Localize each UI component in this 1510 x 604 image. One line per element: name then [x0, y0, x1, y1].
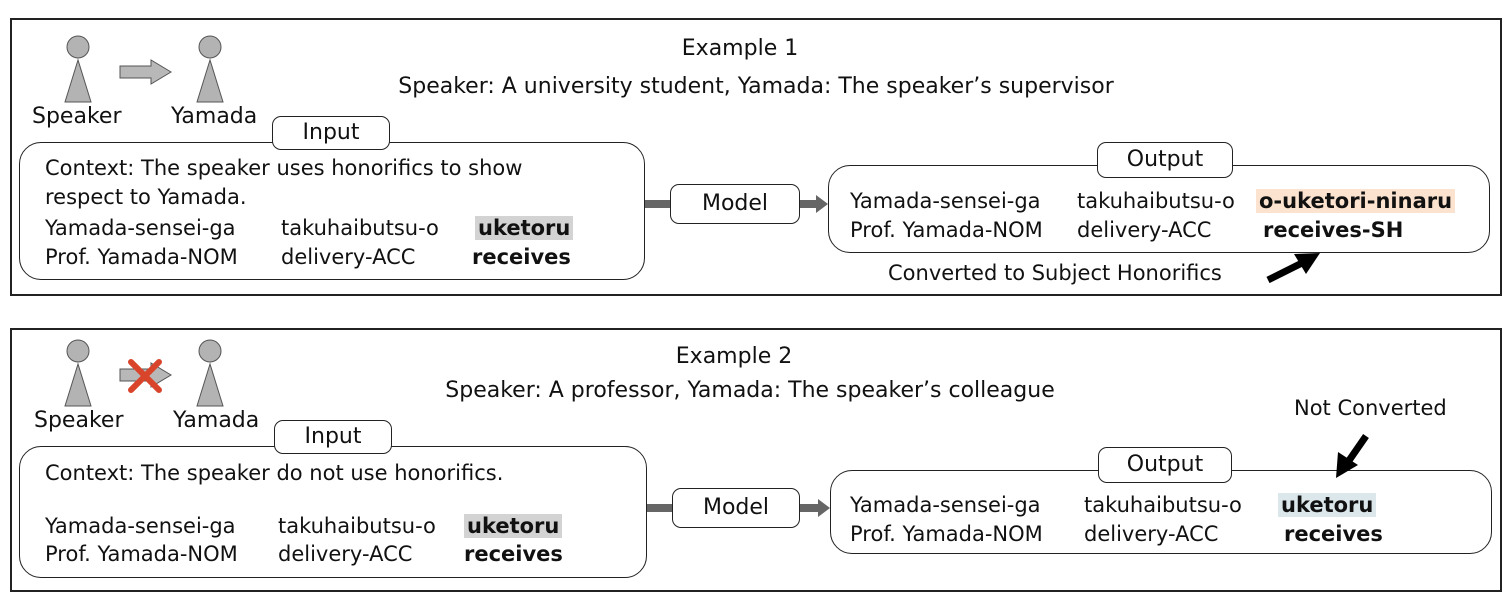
model-box: Model	[670, 184, 800, 224]
output-gloss: Prof. Yamada-NOM	[850, 522, 1043, 546]
input-gloss: delivery-ACC	[281, 245, 416, 269]
output-gloss: Prof. Yamada-NOM	[850, 218, 1043, 242]
input-box	[19, 446, 647, 578]
output-word: takuhaibutsu-o	[1084, 493, 1242, 517]
output-word: Yamada-sensei-ga	[850, 189, 1041, 213]
example-2-title: Example 2	[675, 344, 793, 369]
speaker-person-icon	[64, 35, 92, 103]
input-gloss: Prof. Yamada-NOM	[45, 245, 238, 269]
example-1-subtitle: Speaker: A university student, Yamada: T…	[398, 74, 1114, 99]
input-word: Yamada-sensei-ga	[45, 514, 236, 538]
output-verb-gloss: receives-SH	[1263, 218, 1404, 242]
yamada-person-icon	[196, 35, 224, 103]
output-gloss: delivery-ACC	[1077, 218, 1212, 242]
output-word: takuhaibutsu-o	[1077, 189, 1235, 213]
example-2-subtitle: Speaker: A professor, Yamada: The speake…	[445, 378, 1055, 403]
input-word: Yamada-sensei-ga	[45, 216, 236, 240]
context-text: Context: The speaker do not use honorifi…	[45, 461, 504, 485]
pointer-arrow-icon	[1336, 434, 1369, 478]
right-arrow-icon	[119, 59, 172, 85]
context-text-continued: respect to Yamada.	[45, 185, 247, 209]
cross-icon	[128, 359, 162, 393]
input-verb-gloss: receives	[472, 245, 571, 269]
input-tag: Input	[274, 420, 392, 454]
example-1-title: Example 1	[681, 36, 799, 61]
input-verb-gloss: receives	[464, 542, 563, 566]
output-tag: Output	[1098, 447, 1232, 483]
speaker-label: Speaker	[32, 104, 122, 129]
pointer-arrow-icon	[1266, 253, 1320, 284]
right-arrow-icon	[800, 499, 830, 517]
output-box	[830, 470, 1492, 554]
not-converted-annotation: Not Converted	[1294, 396, 1447, 420]
input-box	[19, 142, 645, 280]
input-gloss: delivery-ACC	[278, 542, 413, 566]
right-arrow-icon	[800, 195, 828, 213]
output-verb-highlight: uketoru	[1278, 493, 1377, 517]
context-text: Context: The speaker uses honorifics to …	[45, 156, 523, 180]
yamada-person-icon	[196, 339, 224, 407]
output-word: Yamada-sensei-ga	[850, 493, 1041, 517]
model-box: Model	[672, 488, 800, 528]
input-tag: Input	[272, 116, 390, 150]
input-word: takuhaibutsu-o	[278, 514, 436, 538]
input-verb-highlight: uketoru	[475, 216, 574, 240]
output-gloss: delivery-ACC	[1084, 522, 1219, 546]
output-tag: Output	[1097, 142, 1233, 178]
output-verb-highlight: o-uketori-ninaru	[1256, 189, 1456, 213]
connector-line	[647, 504, 674, 512]
input-verb-highlight: uketoru	[464, 514, 563, 538]
speaker-person-icon	[64, 339, 92, 407]
output-verb-gloss: receives	[1284, 522, 1383, 546]
yamada-label: Yamada	[173, 408, 260, 433]
speaker-label: Speaker	[34, 408, 124, 433]
input-word: takuhaibutsu-o	[281, 216, 439, 240]
converted-annotation: Converted to Subject Honorifics	[888, 261, 1222, 285]
input-gloss: Prof. Yamada-NOM	[45, 542, 238, 566]
connector-line	[645, 200, 672, 208]
yamada-label: Yamada	[171, 104, 258, 129]
